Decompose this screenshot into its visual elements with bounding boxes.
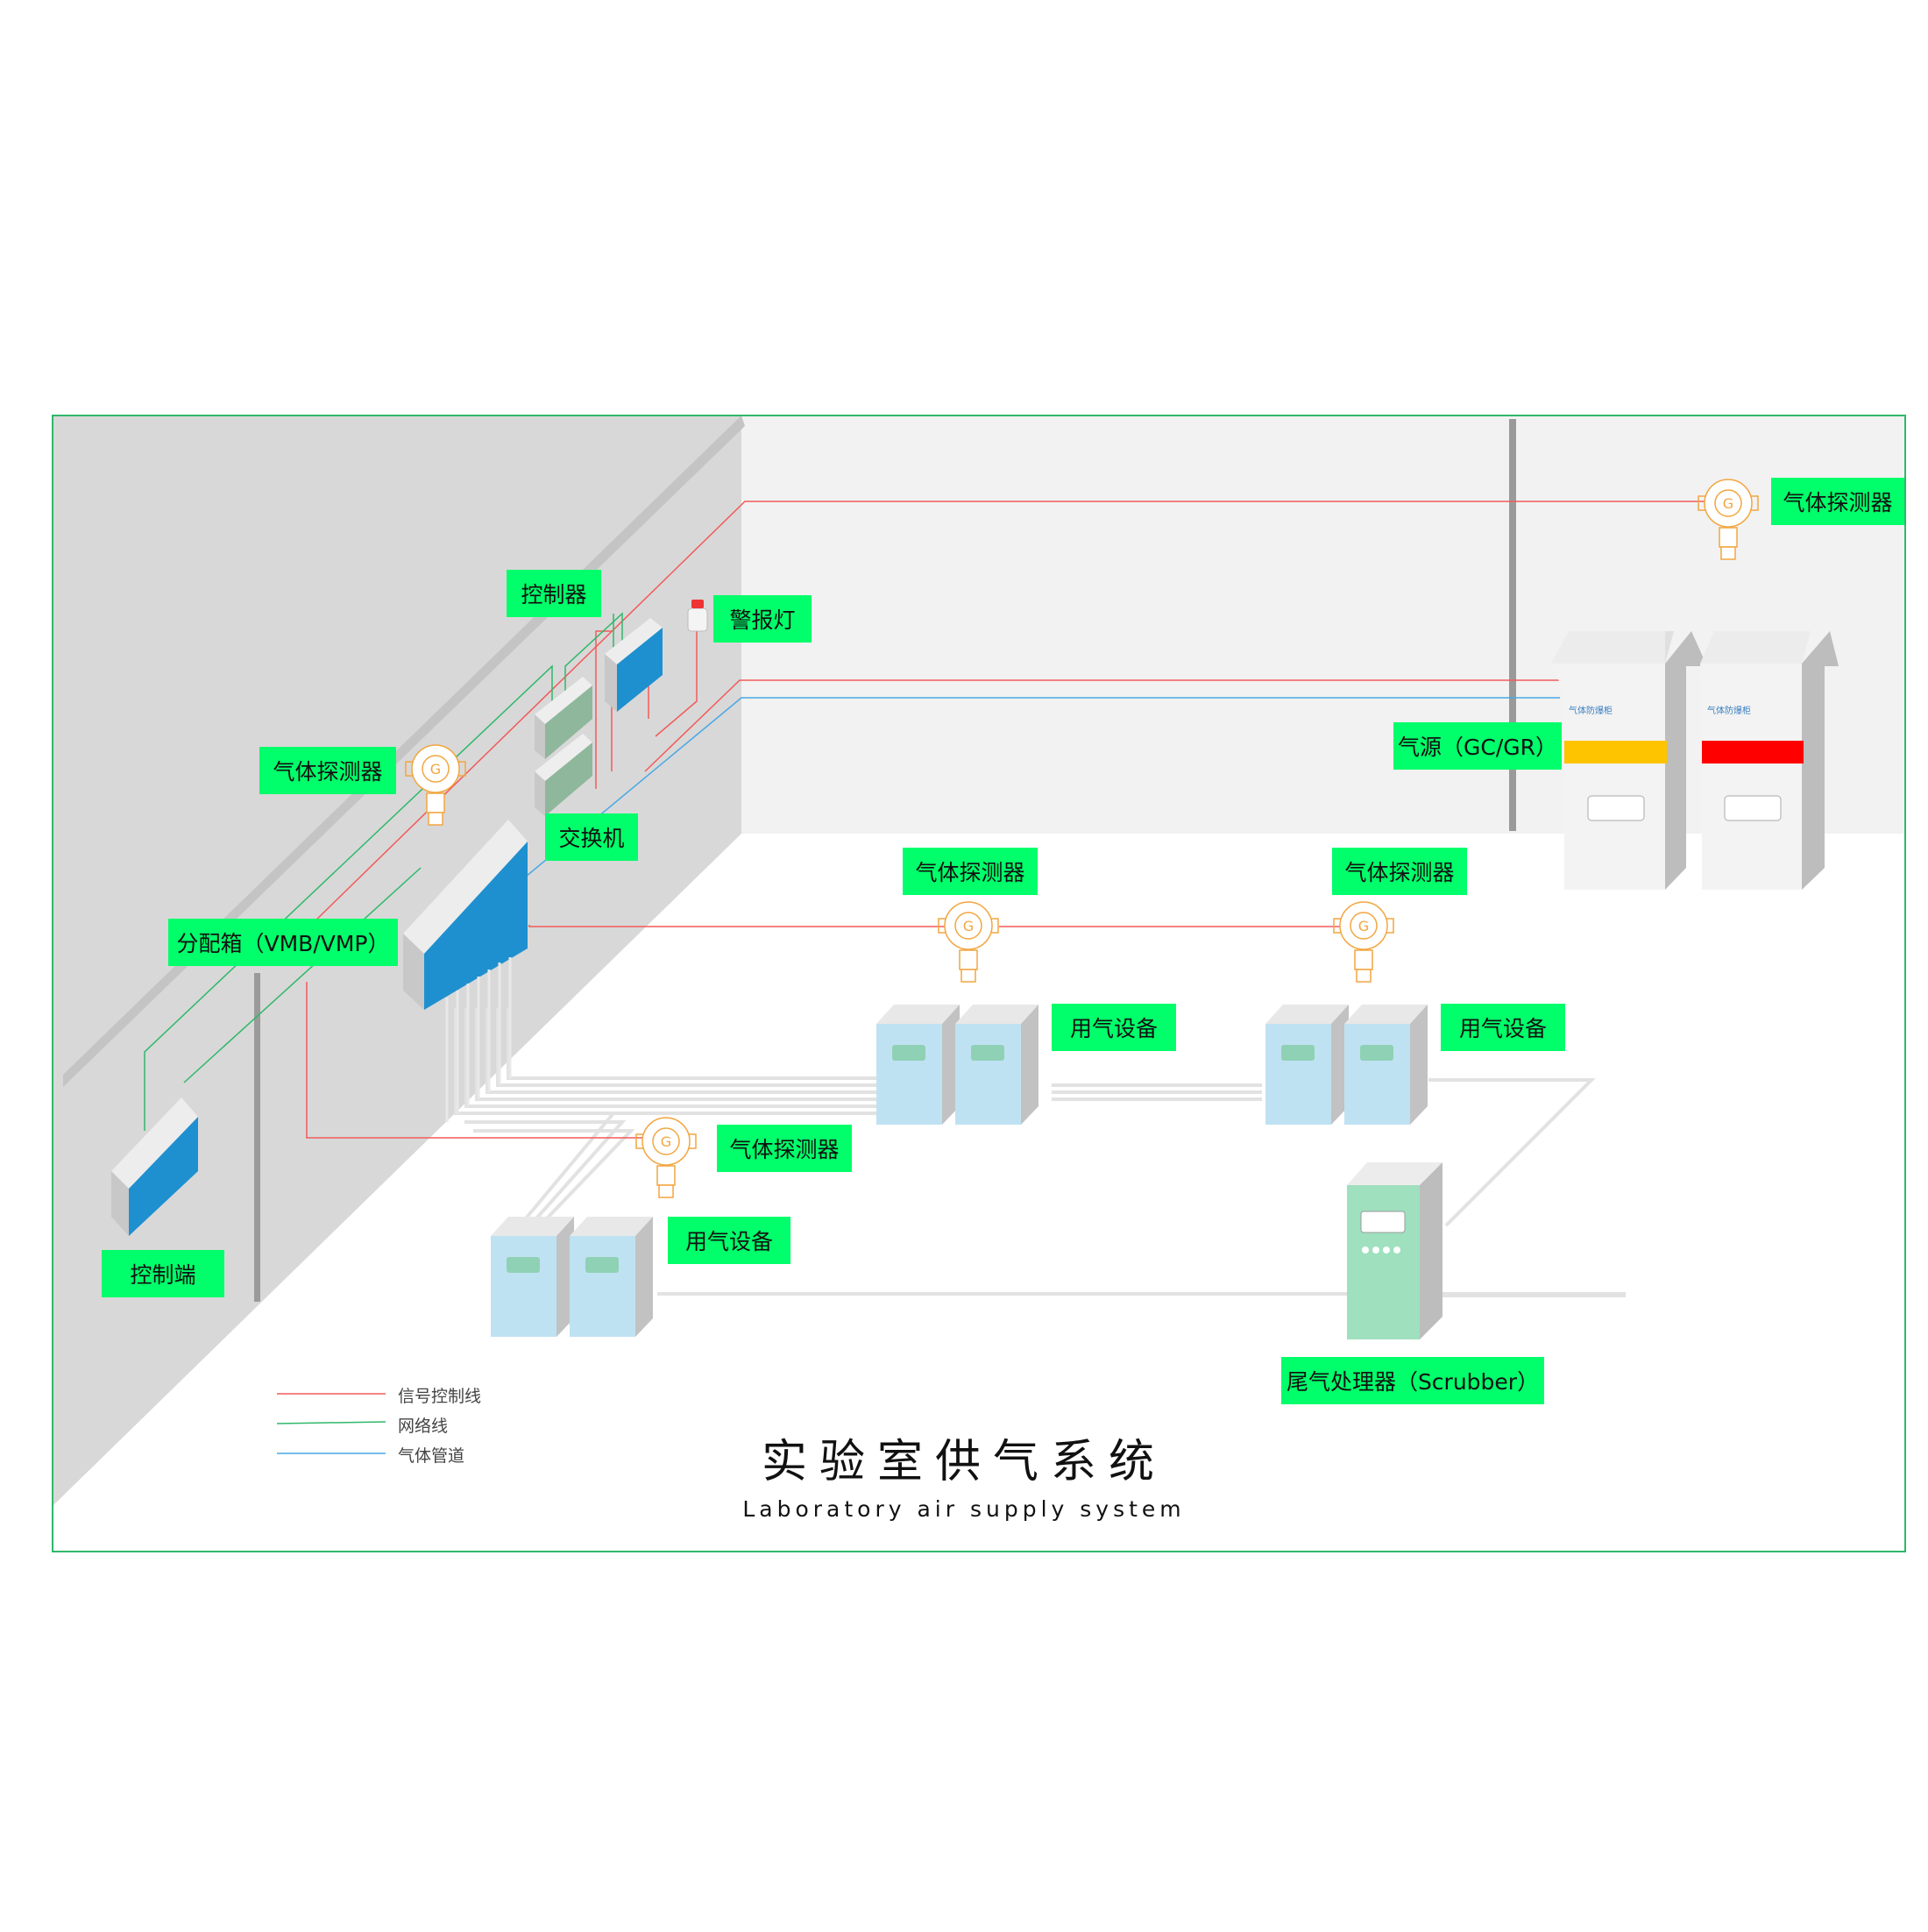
detector-glyph-wall: G [430,761,441,778]
detector-glyph-mid-2: G [1358,918,1369,934]
label-equipment-2: 用气设备 [1441,1004,1565,1051]
equipment-pair-3 [491,1217,653,1337]
label-detector-low: 气体探测器 [717,1125,852,1172]
legend-label-signal: 信号控制线 [398,1387,482,1406]
label-scrubber: 尾气处理器（Scrubber） [1281,1357,1544,1404]
equipment-pair-2 [1265,1005,1428,1125]
detector-icon-mid-1 [938,901,999,983]
label-controller: 控制器 [507,570,601,617]
label-alarm-light: 警报灯 [713,595,812,643]
gas-cabinet-left [1551,631,1707,890]
frame-border [52,415,1906,1552]
label-detector-mid-2: 气体探测器 [1332,848,1467,895]
label-control-terminal: 控制端 [102,1250,224,1297]
page-title: 实验室供气系统 [761,1436,1166,1488]
label-equipment-1: 用气设备 [1052,1004,1176,1051]
label-switch: 交换机 [545,813,638,861]
detector-icon-low [635,1117,697,1198]
legend-line-network [276,1421,386,1424]
detector-glyph-low: G [661,1133,671,1150]
label-gas-source: 气源（GC/GR） [1393,722,1562,770]
label-detector-wall: 气体探测器 [259,747,396,794]
cabinet-label-left: 气体防爆柜 [1569,707,1613,716]
detector-glyph-mid-1: G [963,918,974,934]
label-detector-top-right: 气体探测器 [1771,478,1904,525]
floor-pipes [454,1008,1626,1297]
controller-box [605,618,663,712]
detector-glyph-top-right: G [1723,495,1733,512]
legend-label-network: 网络线 [398,1417,449,1436]
alarm-light [687,600,708,632]
cabinet-label-right: 气体防爆柜 [1707,707,1751,716]
signal-lines [306,501,1705,1139]
legend-label-gas: 气体管道 [398,1446,465,1466]
detector-icon-wall [405,744,466,826]
distribution-box [403,820,528,1122]
scrubber-unit [1347,1162,1442,1339]
left-pole [254,973,260,1302]
page-subtitle: Laboratory air supply system [742,1496,1186,1522]
label-equipment-3: 用气设备 [668,1217,790,1264]
back-pole [1509,419,1516,831]
detector-icon-top-right [1698,479,1759,560]
switch-units [535,677,592,816]
control-terminal-panel [111,1097,198,1236]
equipment-pair-1 [876,1005,1038,1125]
label-distribution-box: 分配箱（VMB/VMP） [168,919,398,966]
gas-cabinet-right [1700,631,1839,890]
detector-icon-mid-2 [1333,901,1394,983]
label-detector-mid-1: 气体探测器 [903,848,1038,895]
